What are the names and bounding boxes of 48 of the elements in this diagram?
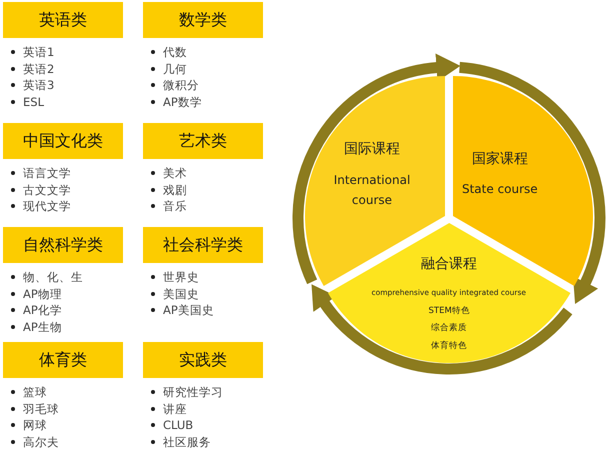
list-item: ESL [23,94,44,110]
list-item: 古文文学 [23,182,71,198]
list-item: AP美国史 [163,302,214,318]
curved-arrow [458,62,606,305]
list-item: 社区服务 [163,434,211,450]
category-header: 体育类 [3,342,123,378]
segment-title: 国家课程 [472,150,528,168]
list-item: 美术 [163,165,187,182]
category-header: 实践类 [143,342,263,378]
segment-text: STEM特色 [428,305,470,317]
list-item: 网球 [23,417,47,434]
list-item: 羽毛球 [23,400,59,417]
list-item: 现代文学 [23,198,71,214]
category-header: 社会科学类 [143,227,263,263]
list-item: 英语1 [23,44,54,60]
list-item: AP化学 [23,302,62,318]
list-item: 物、化、生 [23,269,83,286]
list-item: AP物理 [23,286,62,302]
segment-text: International course [332,172,412,209]
list-item: 美国史 [163,286,199,302]
list-item: AP数学 [163,94,202,110]
category-header: 英语类 [3,2,123,38]
segment-text: 体育特色 [430,340,467,352]
curved-arrow [310,285,572,374]
segment-title: 融合课程 [420,255,477,273]
list-item: 代数 [163,44,187,60]
list-item: 篮球 [23,384,47,400]
list-item: 研究性学习 [163,384,223,400]
list-item: 微积分 [163,77,199,94]
list-item: 戏剧 [163,182,187,198]
list-item: 世界史 [163,269,199,286]
segment-text: 综合素质 [430,322,467,334]
list-item: 英语3 [23,77,54,94]
list-item: CLUB [163,417,194,434]
category-header: 艺术类 [143,123,263,159]
list-item: 英语2 [23,60,54,77]
list-item: 几何 [163,60,187,77]
category-header: 自然科学类 [3,227,123,263]
segment-text: State course [462,182,538,196]
list-item: 高尔夫 [23,434,59,450]
category-header: 数学类 [143,2,263,38]
list-item: 语言文学 [23,165,71,182]
category-header: 中国文化类 [3,123,123,159]
segment-title: 国际课程 [344,140,400,158]
list-item: 音乐 [163,198,187,214]
curved-arrow [292,54,460,284]
list-item: 讲座 [163,400,187,417]
list-item: AP生物 [23,318,62,335]
